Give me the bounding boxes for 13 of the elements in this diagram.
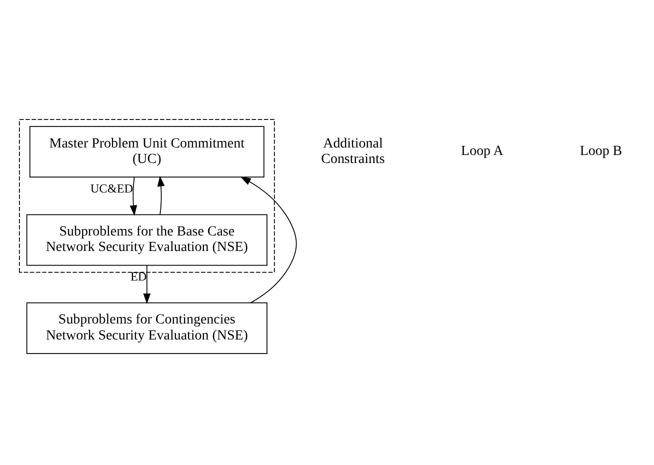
arrow <box>143 264 151 304</box>
label: Loop B <box>580 144 622 159</box>
node-box: Subproblems for the Base Case Network Security Evaluation (NSE) <box>26 214 268 266</box>
arrow <box>240 176 297 303</box>
label: Loop A <box>461 144 504 159</box>
edge-label: ED <box>130 269 147 284</box>
node-box: Subproblems for Contingencies Network Security Evaluation (NSE) <box>26 302 268 354</box>
arrow <box>157 175 165 214</box>
edge-label: UC&ED <box>90 180 134 195</box>
cluster <box>18 118 275 272</box>
node-box: Master Problem Unit Commitment (UC) <box>29 126 264 178</box>
arrow <box>130 176 138 216</box>
label: Additional Constraints <box>321 136 385 166</box>
